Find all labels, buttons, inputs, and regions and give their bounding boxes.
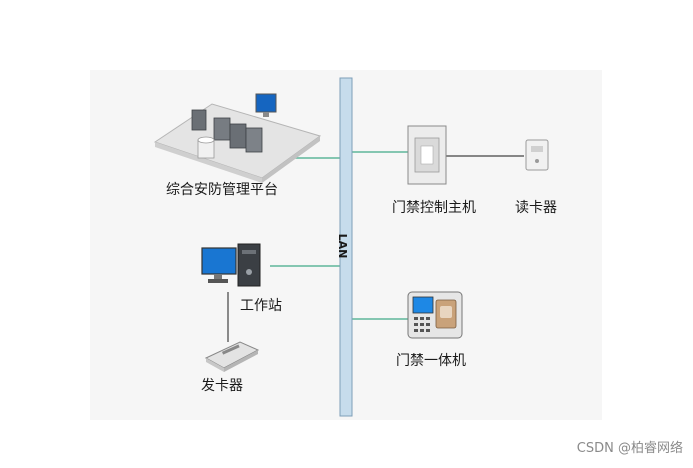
platform-servers-icon [153, 93, 322, 183]
door-controller-icon [407, 125, 447, 185]
door-terminal-label: 门禁一体机 [396, 353, 466, 369]
card-reader-label: 读卡器 [515, 200, 557, 216]
door-controller-label: 门禁控制主机 [392, 200, 476, 216]
card-reader-icon [525, 139, 549, 171]
platform-label: 综合安防管理平台 [166, 182, 278, 198]
workstation-pc-icon [201, 243, 261, 287]
card-issuer-icon [204, 341, 260, 372]
lan-bus [339, 77, 353, 417]
door-terminal-icon [407, 291, 463, 339]
card-issuer-label: 发卡器 [201, 378, 243, 394]
watermark: CSDN @柏睿网络 [576, 441, 683, 456]
lan-label: LAN [336, 234, 349, 259]
workstation-label: 工作站 [240, 298, 282, 314]
